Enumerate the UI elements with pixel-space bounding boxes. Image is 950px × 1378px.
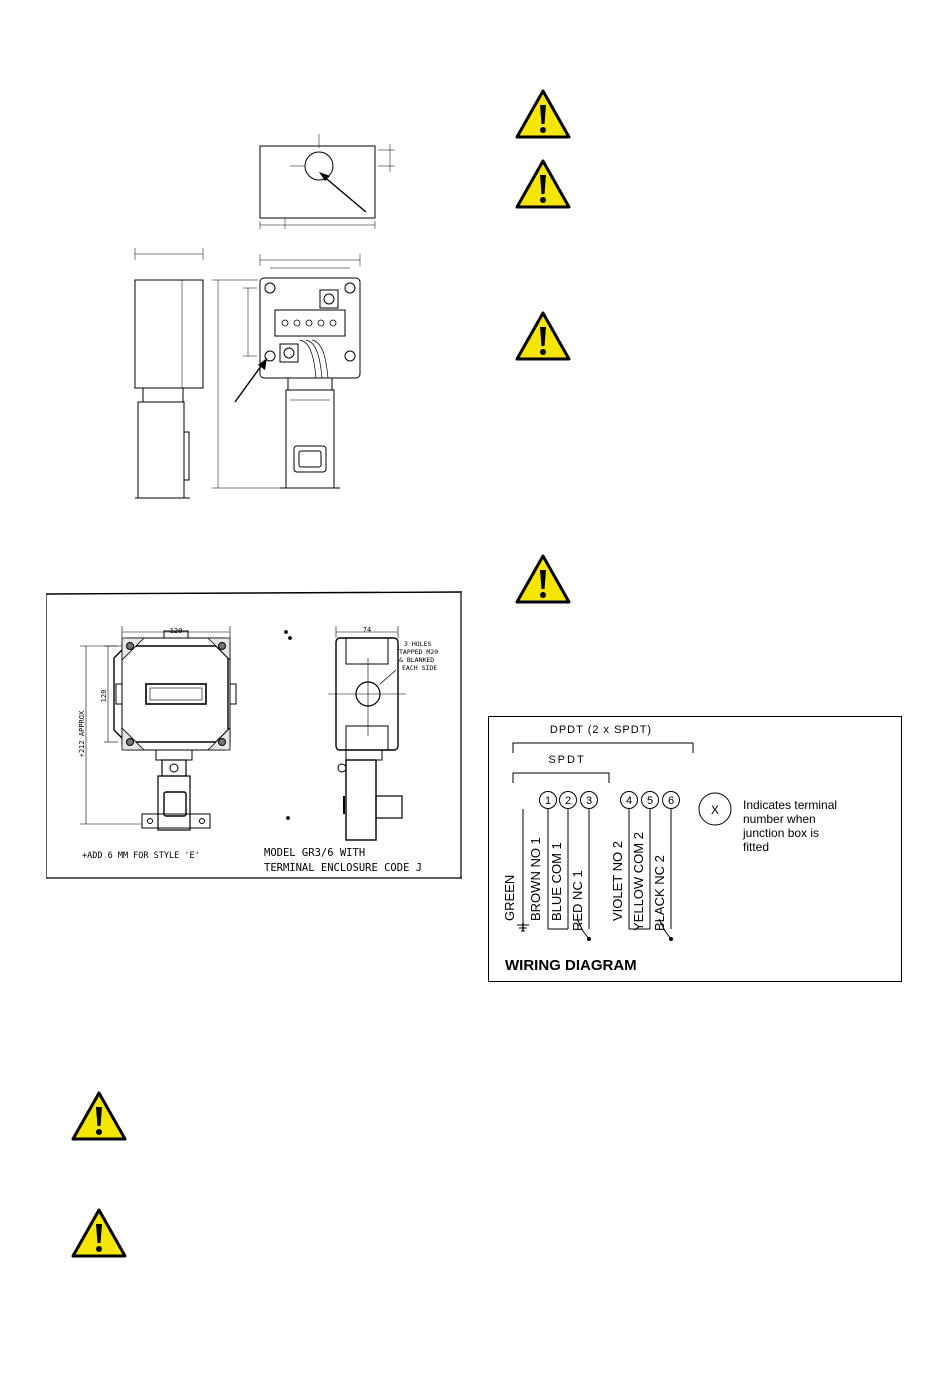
holes-note-1: 3 HOLES: [404, 640, 431, 648]
spdt-label: SPDT: [548, 754, 585, 766]
dim-120-top: 120: [170, 627, 183, 635]
model-drawing: 120 120 +212 APPROX 74 3 HOLES TAPPED M2…: [46, 586, 462, 882]
dpdt-label: DPDT (2 x SPDT): [550, 724, 652, 736]
x-symbol: X: [711, 803, 719, 817]
wiring-diagram-svg: DPDT (2 x SPDT) SPDT 1 2 3 4 5 6 X Indic…: [502, 724, 837, 974]
holes-note-2: TAPPED M20: [399, 648, 438, 656]
terminal-1: 1: [545, 795, 551, 807]
holes-note-3: & BLANKED: [399, 656, 434, 664]
terminal-5: 5: [647, 795, 653, 807]
wire-violet-no-2: VIOLET NO 2: [610, 841, 625, 921]
legend-line-3: junction box is: [742, 826, 819, 840]
holes-note-4: EACH SIDE: [402, 664, 437, 672]
wire-brown-no-1: BROWN NO 1: [528, 837, 543, 921]
dim-74: 74: [363, 626, 371, 634]
wiring-diagram-title: WIRING DIAGRAM: [505, 957, 637, 974]
wire-yellow-com-2: YELLOW COM 2: [631, 832, 646, 931]
wire-black-nc-2: BLACK NC 2: [652, 855, 667, 931]
legend-line-4: fitted: [743, 840, 769, 854]
wire-red-nc-1: RED NC 1: [570, 870, 585, 931]
wiring-diagram: DPDT (2 x SPDT) SPDT 1 2 3 4 5 6 X Indic…: [488, 716, 902, 982]
warning-icon: [71, 1208, 127, 1258]
terminal-4: 4: [626, 795, 632, 807]
warning-icon: [515, 554, 571, 604]
switch-dimension-drawing: [134, 134, 395, 499]
model-line-2: TERMINAL ENCLOSURE CODE J: [264, 862, 422, 874]
terminal-3: 3: [586, 795, 592, 807]
wire-green: GREEN: [502, 875, 517, 921]
legend-line-1: Indicates terminal: [743, 798, 837, 812]
dim-212: +212 APPROX: [78, 710, 86, 757]
terminal-6: 6: [668, 795, 674, 807]
style-note: +ADD 6 MM FOR STYLE 'E': [82, 851, 200, 861]
model-drawing-lines: 120 120 +212 APPROX 74 3 HOLES TAPPED M2…: [46, 591, 462, 879]
warning-icon: [515, 89, 571, 139]
terminal-2: 2: [565, 795, 571, 807]
dim-120-side: 120: [100, 690, 108, 703]
legend-line-2: number when: [743, 812, 816, 826]
model-line-1: MODEL GR3/6 WITH: [264, 847, 365, 859]
warning-icon: [515, 159, 571, 209]
warning-icon: [515, 311, 571, 361]
warning-icon: [71, 1091, 127, 1141]
wire-blue-com-1: BLUE COM 1: [549, 842, 564, 921]
